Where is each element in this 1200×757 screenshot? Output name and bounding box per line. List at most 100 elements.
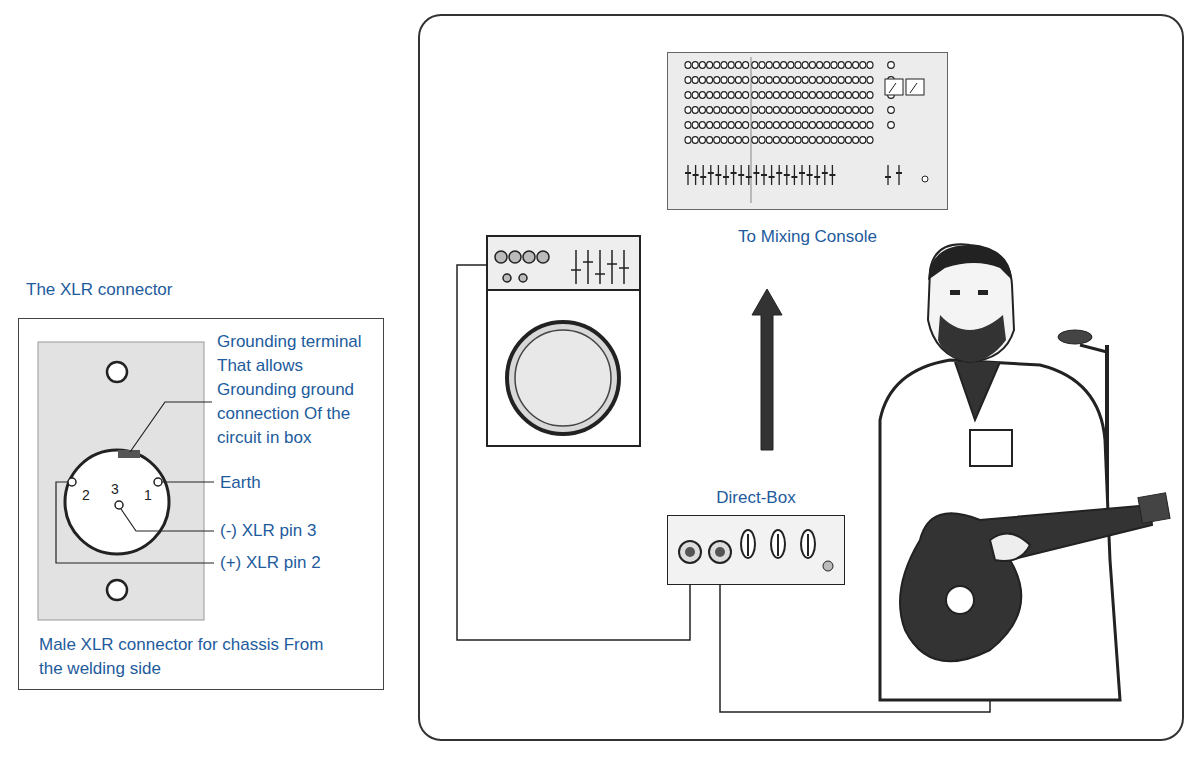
knob [735, 62, 741, 69]
fader [733, 165, 734, 185]
arrow-shape [752, 289, 782, 450]
knob [759, 137, 765, 144]
knob [759, 107, 765, 114]
knob [922, 176, 928, 182]
knob [759, 77, 765, 84]
leader-line [162, 481, 214, 482]
knob [721, 107, 727, 114]
fader-cap [822, 172, 828, 174]
knob [817, 137, 823, 144]
knob [795, 92, 801, 99]
meter-needle [910, 83, 917, 93]
knob [752, 107, 758, 114]
knob [743, 92, 749, 99]
knob [788, 137, 794, 144]
knob [824, 137, 830, 144]
knob [795, 62, 801, 69]
toggle-lever [777, 534, 779, 556]
knob [853, 92, 859, 99]
knob [888, 62, 895, 69]
toggle [741, 530, 755, 558]
knob [721, 77, 727, 84]
knob [743, 122, 749, 129]
knob [773, 122, 779, 129]
knob [788, 107, 794, 114]
knob [888, 107, 895, 114]
knob [867, 122, 873, 129]
knob [692, 92, 698, 99]
panel-heading: The XLR connector [26, 278, 172, 302]
fader [817, 165, 818, 185]
knob [728, 122, 734, 129]
knob [860, 122, 866, 129]
knob [766, 107, 772, 114]
knob [788, 122, 794, 129]
console-controls [668, 53, 946, 208]
knob [692, 77, 698, 84]
fader-cap [776, 172, 782, 174]
knob [721, 122, 727, 129]
fader-cap [693, 174, 699, 176]
knob [752, 92, 758, 99]
fader-cap [723, 176, 729, 178]
fader [703, 165, 704, 185]
pin-2 [68, 478, 76, 486]
knob [781, 77, 787, 84]
knob [743, 137, 749, 144]
amp-panel [487, 236, 640, 290]
fader-cap [761, 174, 767, 176]
jack-hole [715, 547, 725, 557]
knob [867, 77, 873, 84]
knob [766, 122, 772, 129]
knob [752, 77, 758, 84]
knob [773, 107, 779, 114]
knob [781, 137, 787, 144]
knob [845, 77, 851, 84]
knob [838, 92, 844, 99]
fader-cap [784, 174, 790, 176]
callout-label: Grounding terminal That allows Grounding… [217, 330, 385, 450]
knob [853, 77, 859, 84]
knob [759, 122, 765, 129]
knob [728, 62, 734, 69]
knob [766, 62, 772, 69]
knob [817, 92, 823, 99]
fader [710, 165, 711, 185]
knob [838, 122, 844, 129]
fader [756, 165, 757, 185]
knob [735, 137, 741, 144]
knob [860, 62, 866, 69]
fader-cap [769, 176, 775, 178]
fader-cap [731, 172, 737, 174]
direct-box-controls [668, 516, 843, 583]
knob [707, 122, 713, 129]
fader-cap [685, 172, 691, 174]
knob [867, 92, 873, 99]
knob [838, 107, 844, 114]
knob [817, 77, 823, 84]
knob [845, 92, 851, 99]
knob [795, 77, 801, 84]
meter [885, 79, 903, 95]
amplifier [487, 236, 640, 446]
knob [714, 137, 720, 144]
knob [853, 122, 859, 129]
knob [714, 92, 720, 99]
fader-cap [896, 172, 902, 174]
fader-cap [885, 176, 891, 178]
fader-cap [738, 174, 744, 176]
knob [831, 107, 837, 114]
knob [714, 77, 720, 84]
knob [699, 137, 705, 144]
knob [824, 62, 830, 69]
knob [831, 62, 837, 69]
knob [817, 62, 823, 69]
knob [743, 62, 749, 69]
knob [728, 92, 734, 99]
knob [788, 62, 794, 69]
knob [721, 62, 727, 69]
knob [867, 62, 873, 69]
knob [692, 107, 698, 114]
pin-3 [115, 501, 123, 509]
toggle-lever [747, 534, 749, 556]
